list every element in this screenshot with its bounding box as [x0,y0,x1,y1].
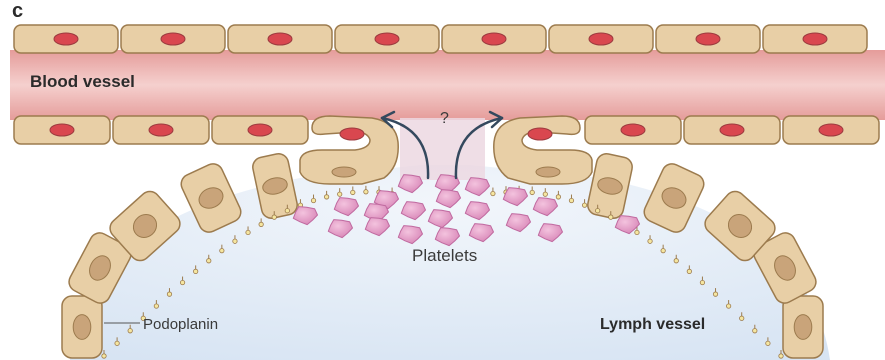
blood-vessel-label: Blood vessel [30,72,135,92]
podoplanin-dot [167,292,171,296]
podoplanin-dot [491,191,495,195]
top-endothelial-cell [763,25,867,53]
podoplanin-dot [595,209,599,213]
podoplanin-dot [700,280,704,284]
cell-nucleus [149,124,173,136]
cell-nucleus [54,33,78,45]
question-mark-label: ? [440,110,449,128]
podoplanin-dot [648,239,652,243]
bottom-endothelial-cell [585,116,681,144]
cell-nucleus [794,315,812,340]
podoplanin-label: Podoplanin [143,316,218,333]
cell-nucleus [161,33,185,45]
podoplanin-dot [311,198,315,202]
podoplanin-dot [285,209,289,213]
podoplanin-dot [180,280,184,284]
podoplanin-dot [687,269,691,273]
podoplanin-dot [154,304,158,308]
top-endothelial-cell [656,25,760,53]
podoplanin-dot [766,341,770,345]
podoplanin-dot [128,329,132,333]
lymph-endothelial-cell [783,296,823,358]
cell-nucleus [589,33,613,45]
cell-nucleus [819,124,843,136]
podoplanin-dot [713,292,717,296]
top-endothelial-cell [549,25,653,53]
podoplanin-dot [635,230,639,234]
podoplanin-dot [740,316,744,320]
podoplanin-dot [207,259,211,263]
podoplanin-dot [246,230,250,234]
cell-nucleus [248,124,272,136]
bottom-endothelial-cell [113,116,209,144]
top-endothelial-cell [442,25,546,53]
cell-nucleus [73,315,91,340]
podoplanin-dot [609,215,613,219]
cell-nucleus [621,124,645,136]
podoplanin-dot [569,198,573,202]
podoplanin-dot [364,190,368,194]
top-endothelial-cell [228,25,332,53]
panel-letter: c [12,0,23,23]
podoplanin-dot [102,354,106,358]
cell-nucleus [268,33,292,45]
podoplanin-dot [338,192,342,196]
podoplanin-dot [259,222,263,226]
cell-nucleus [720,124,744,136]
podoplanin-dot [753,329,757,333]
cell-nucleus [803,33,827,45]
podoplanin-dot [530,190,534,194]
hook-cell-left-nucleus [340,128,364,140]
podoplanin-dot [582,203,586,207]
hook-cell-right-nucleus [528,128,552,140]
cell-nucleus [482,33,506,45]
platelets-label: Platelets [412,246,477,266]
podoplanin-dot [556,195,560,199]
podoplanin-dot [193,269,197,273]
podoplanin-dot [220,248,224,252]
cell-nucleus [375,33,399,45]
bottom-endothelial-cell [212,116,308,144]
podoplanin-dot [674,259,678,263]
lymph-endothelial-cell [62,296,102,358]
podoplanin-dot [779,354,783,358]
top-endothelial-cell [335,25,439,53]
podoplanin-dot [543,192,547,196]
podoplanin-dot [115,341,119,345]
lymph-vessel-label: Lymph vessel [600,316,705,334]
bottom-endothelial-cell [684,116,780,144]
podoplanin-dot [324,195,328,199]
podoplanin-dot [233,239,237,243]
podoplanin-dot [351,190,355,194]
cell-nucleus [696,33,720,45]
bottom-endothelial-cell [14,116,110,144]
podoplanin-dot [272,215,276,219]
cell-nucleus [50,124,74,136]
top-endothelial-cell [121,25,225,53]
top-endothelial-cells [14,25,867,53]
podoplanin-dot [661,248,665,252]
top-endothelial-cell [14,25,118,53]
bottom-endothelial-cell [783,116,879,144]
podoplanin-dot [726,304,730,308]
hook-cell-right-lower-nucleus [536,167,560,177]
hook-cell-left-lower-nucleus [332,167,356,177]
